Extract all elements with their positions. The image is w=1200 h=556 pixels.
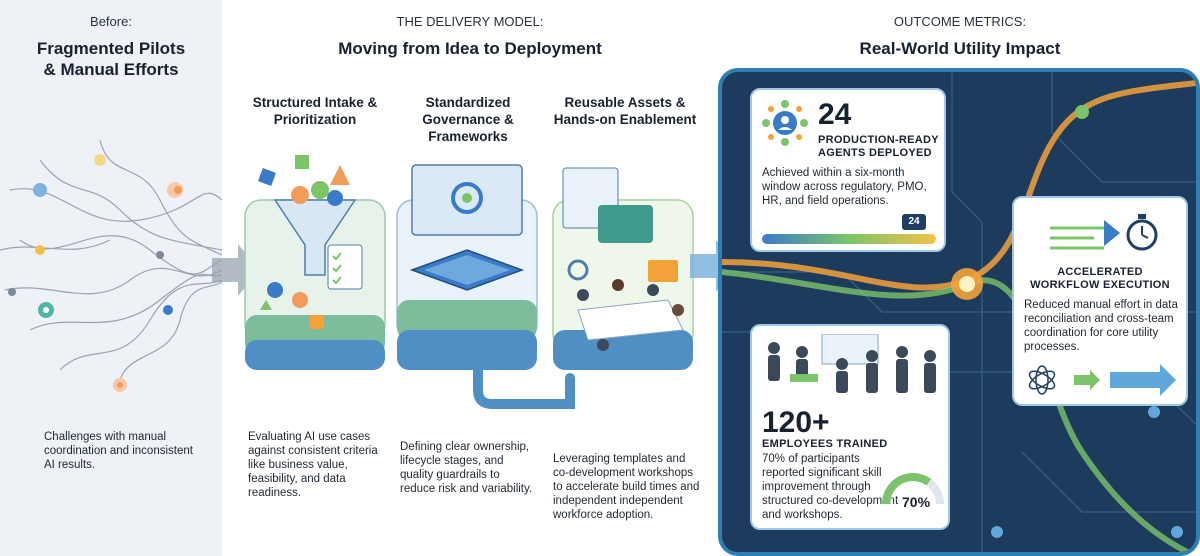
intake-funnel-illustration xyxy=(244,155,386,370)
agent-network-icon xyxy=(762,100,808,146)
network-node xyxy=(94,154,106,166)
agents-label-line2: AGENTS DEPLOYED xyxy=(818,147,932,159)
checklist-icon xyxy=(327,244,363,290)
agents-number: 24 xyxy=(818,98,852,131)
skill-gauge-fill xyxy=(882,473,932,505)
agents-deployed-card: 24 PRODUCTION-READY AGENTS DEPLOYED Achi… xyxy=(750,88,946,252)
funnel-icon xyxy=(273,199,357,276)
employees-label: EMPLOYEES TRAINED xyxy=(762,438,888,450)
agents-progress-bar xyxy=(762,234,936,244)
workflow-desc: Reduced manual effort in data reconcilia… xyxy=(1024,299,1178,353)
enablement-workshop-illustration xyxy=(552,167,694,370)
column-enablement-desc: Leveraging templates and co-development … xyxy=(553,453,700,521)
agents-label-line1: PRODUCTION-READY xyxy=(818,134,939,146)
gear-icon xyxy=(451,182,483,214)
column-intake-desc: Evaluating AI use cases against consiste… xyxy=(248,431,378,499)
network-node-core xyxy=(174,186,182,194)
outcomes-kicker: OUTCOME METRICS: xyxy=(893,14,1027,29)
skill-gauge xyxy=(882,473,944,505)
column-governance-desc: Defining clear ownership, lifecycle stag… xyxy=(400,441,533,495)
workflow-execution-card: ACCELERATED WORKFLOW EXECUTION Reduced m… xyxy=(1012,196,1188,406)
workflow-label: ACCELERATED WORKFLOW EXECUTION xyxy=(1014,266,1186,292)
connector-pipe xyxy=(473,368,575,409)
before-panel: Before: Fragmented Pilots & Manual Effor… xyxy=(0,0,222,556)
folder-icon xyxy=(648,260,678,282)
network-node-core xyxy=(43,307,49,313)
fragmented-network-illustration xyxy=(0,139,222,392)
network-node xyxy=(156,251,164,259)
before-title: Fragmented Pilots & Manual Efforts xyxy=(0,38,222,80)
speed-stopwatch-icon xyxy=(1050,214,1158,251)
network-node xyxy=(8,288,16,296)
column-enablement-title: Reusable Assets & Hands-on Enablement xyxy=(553,95,697,127)
workflow-label-line2: WORKFLOW EXECUTION xyxy=(1030,279,1170,291)
network-node xyxy=(33,183,47,197)
team-people-icon xyxy=(768,334,936,393)
governance-framework-illustration xyxy=(396,164,538,370)
network-node-core xyxy=(117,382,123,388)
column-intake-title: Structured Intake & Prioritization xyxy=(252,95,378,127)
agents-label: PRODUCTION-READY AGENTS DEPLOYED xyxy=(818,134,939,160)
network-nodes xyxy=(8,154,183,392)
delivery-kicker: THE DELIVERY MODEL: xyxy=(396,14,544,29)
employees-number: 120+ xyxy=(762,406,830,439)
before-title-line2: & Manual Efforts xyxy=(43,60,179,79)
network-node xyxy=(163,305,173,315)
before-caption: Challenges with manual coordination and … xyxy=(44,431,193,471)
column-governance-title: Standardized Governance & Frameworks xyxy=(422,95,514,144)
gauge-value: 70% xyxy=(902,494,931,510)
employees-desc: 70% of participants reported significant… xyxy=(762,453,899,521)
agents-desc: Achieved within a six-month window acros… xyxy=(762,167,927,207)
agents-badge: 24 xyxy=(902,214,926,230)
before-kicker: Before: xyxy=(90,14,132,29)
employees-trained-card: 120+ EMPLOYEES TRAINED 70% of participan… xyxy=(750,324,950,530)
before-title-line1: Fragmented Pilots xyxy=(36,39,186,58)
metrics-panel: 24 PRODUCTION-READY AGENTS DEPLOYED Achi… xyxy=(718,68,1200,556)
toolbox-icon xyxy=(598,205,653,243)
gear-icon xyxy=(567,259,589,281)
delivery-title: Moving from Idea to Deployment xyxy=(338,39,602,58)
chaos-to-flow-icon xyxy=(1028,364,1176,396)
network-node xyxy=(35,245,45,255)
workflow-label-line1: ACCELERATED xyxy=(1057,266,1143,278)
outcomes-title: Real-World Utility Impact xyxy=(859,39,1061,58)
